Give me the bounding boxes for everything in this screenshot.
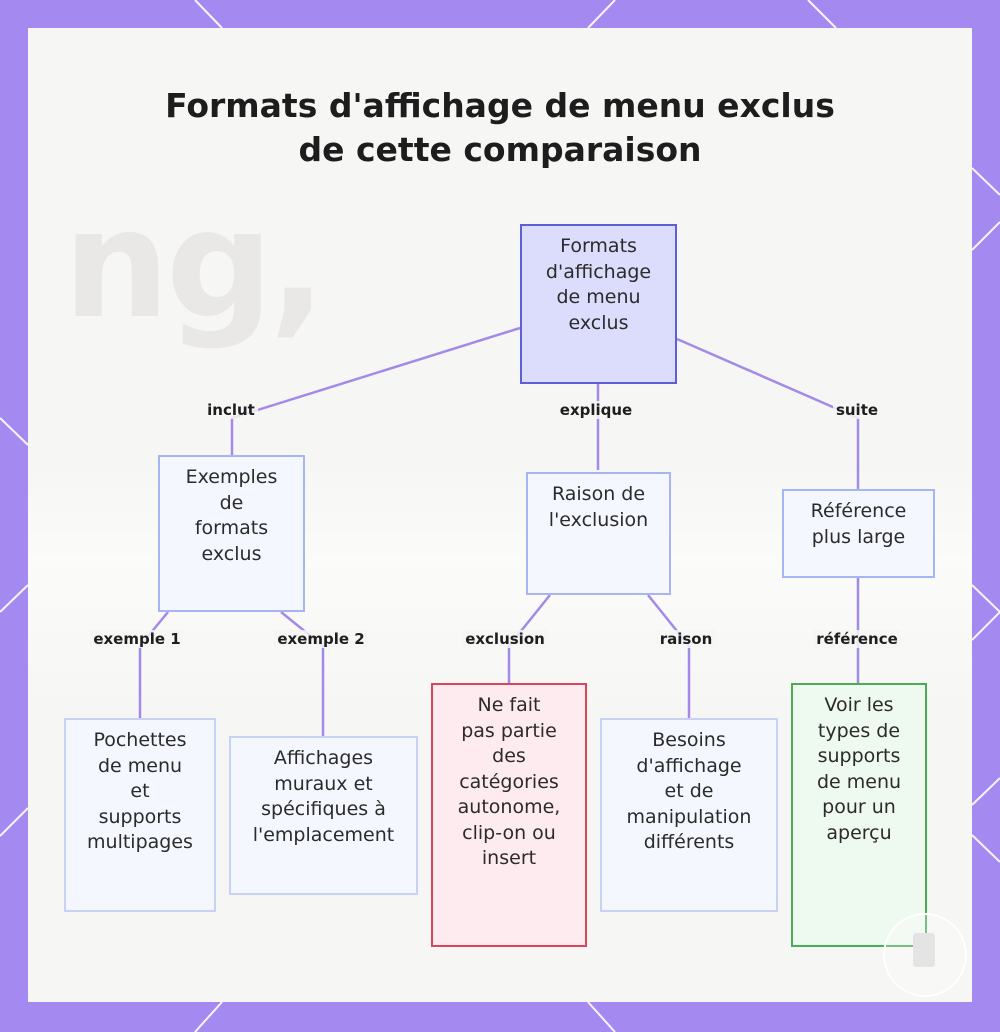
edge-label-inclut: inclut xyxy=(204,401,258,419)
node-not-part: Ne fait pas partie des catégories autono… xyxy=(431,683,587,947)
edge-label-exclusion: exclusion xyxy=(462,630,548,648)
edge-label-exemple-1: exemple 1 xyxy=(90,630,184,648)
device-icon xyxy=(913,933,935,967)
node-see-types: Voir les types de supports de menu pour … xyxy=(791,683,927,947)
node-reason: Raison de l'exclusion xyxy=(526,472,671,595)
node-examples: Exemples de formats exclus xyxy=(158,455,305,612)
edge-label-explique: explique xyxy=(556,401,636,419)
edge-label-reference: référence xyxy=(813,630,901,648)
edge-label-exemple-2: exemple 2 xyxy=(274,630,368,648)
node-root: Formats d'affichage de menu exclus xyxy=(520,224,677,384)
node-wall-displays: Affichages muraux et spécifiques à l'emp… xyxy=(229,736,418,895)
node-pockets: Pochettes de menu et supports multipages xyxy=(64,718,216,912)
edge-label-raison: raison xyxy=(656,630,716,648)
page-title: Formats d'affichage de menu exclus de ce… xyxy=(0,84,1000,172)
title-line-2: de cette comparaison xyxy=(298,130,702,169)
title-line-1: Formats d'affichage de menu exclus xyxy=(165,86,835,125)
background-watermark: ng, xyxy=(63,178,326,352)
node-needs: Besoins d'affichage et de manipulation d… xyxy=(600,718,778,912)
edge-label-suite: suite xyxy=(832,401,882,419)
node-reference: Référence plus large xyxy=(782,489,935,578)
corner-badge-icon xyxy=(883,913,967,997)
